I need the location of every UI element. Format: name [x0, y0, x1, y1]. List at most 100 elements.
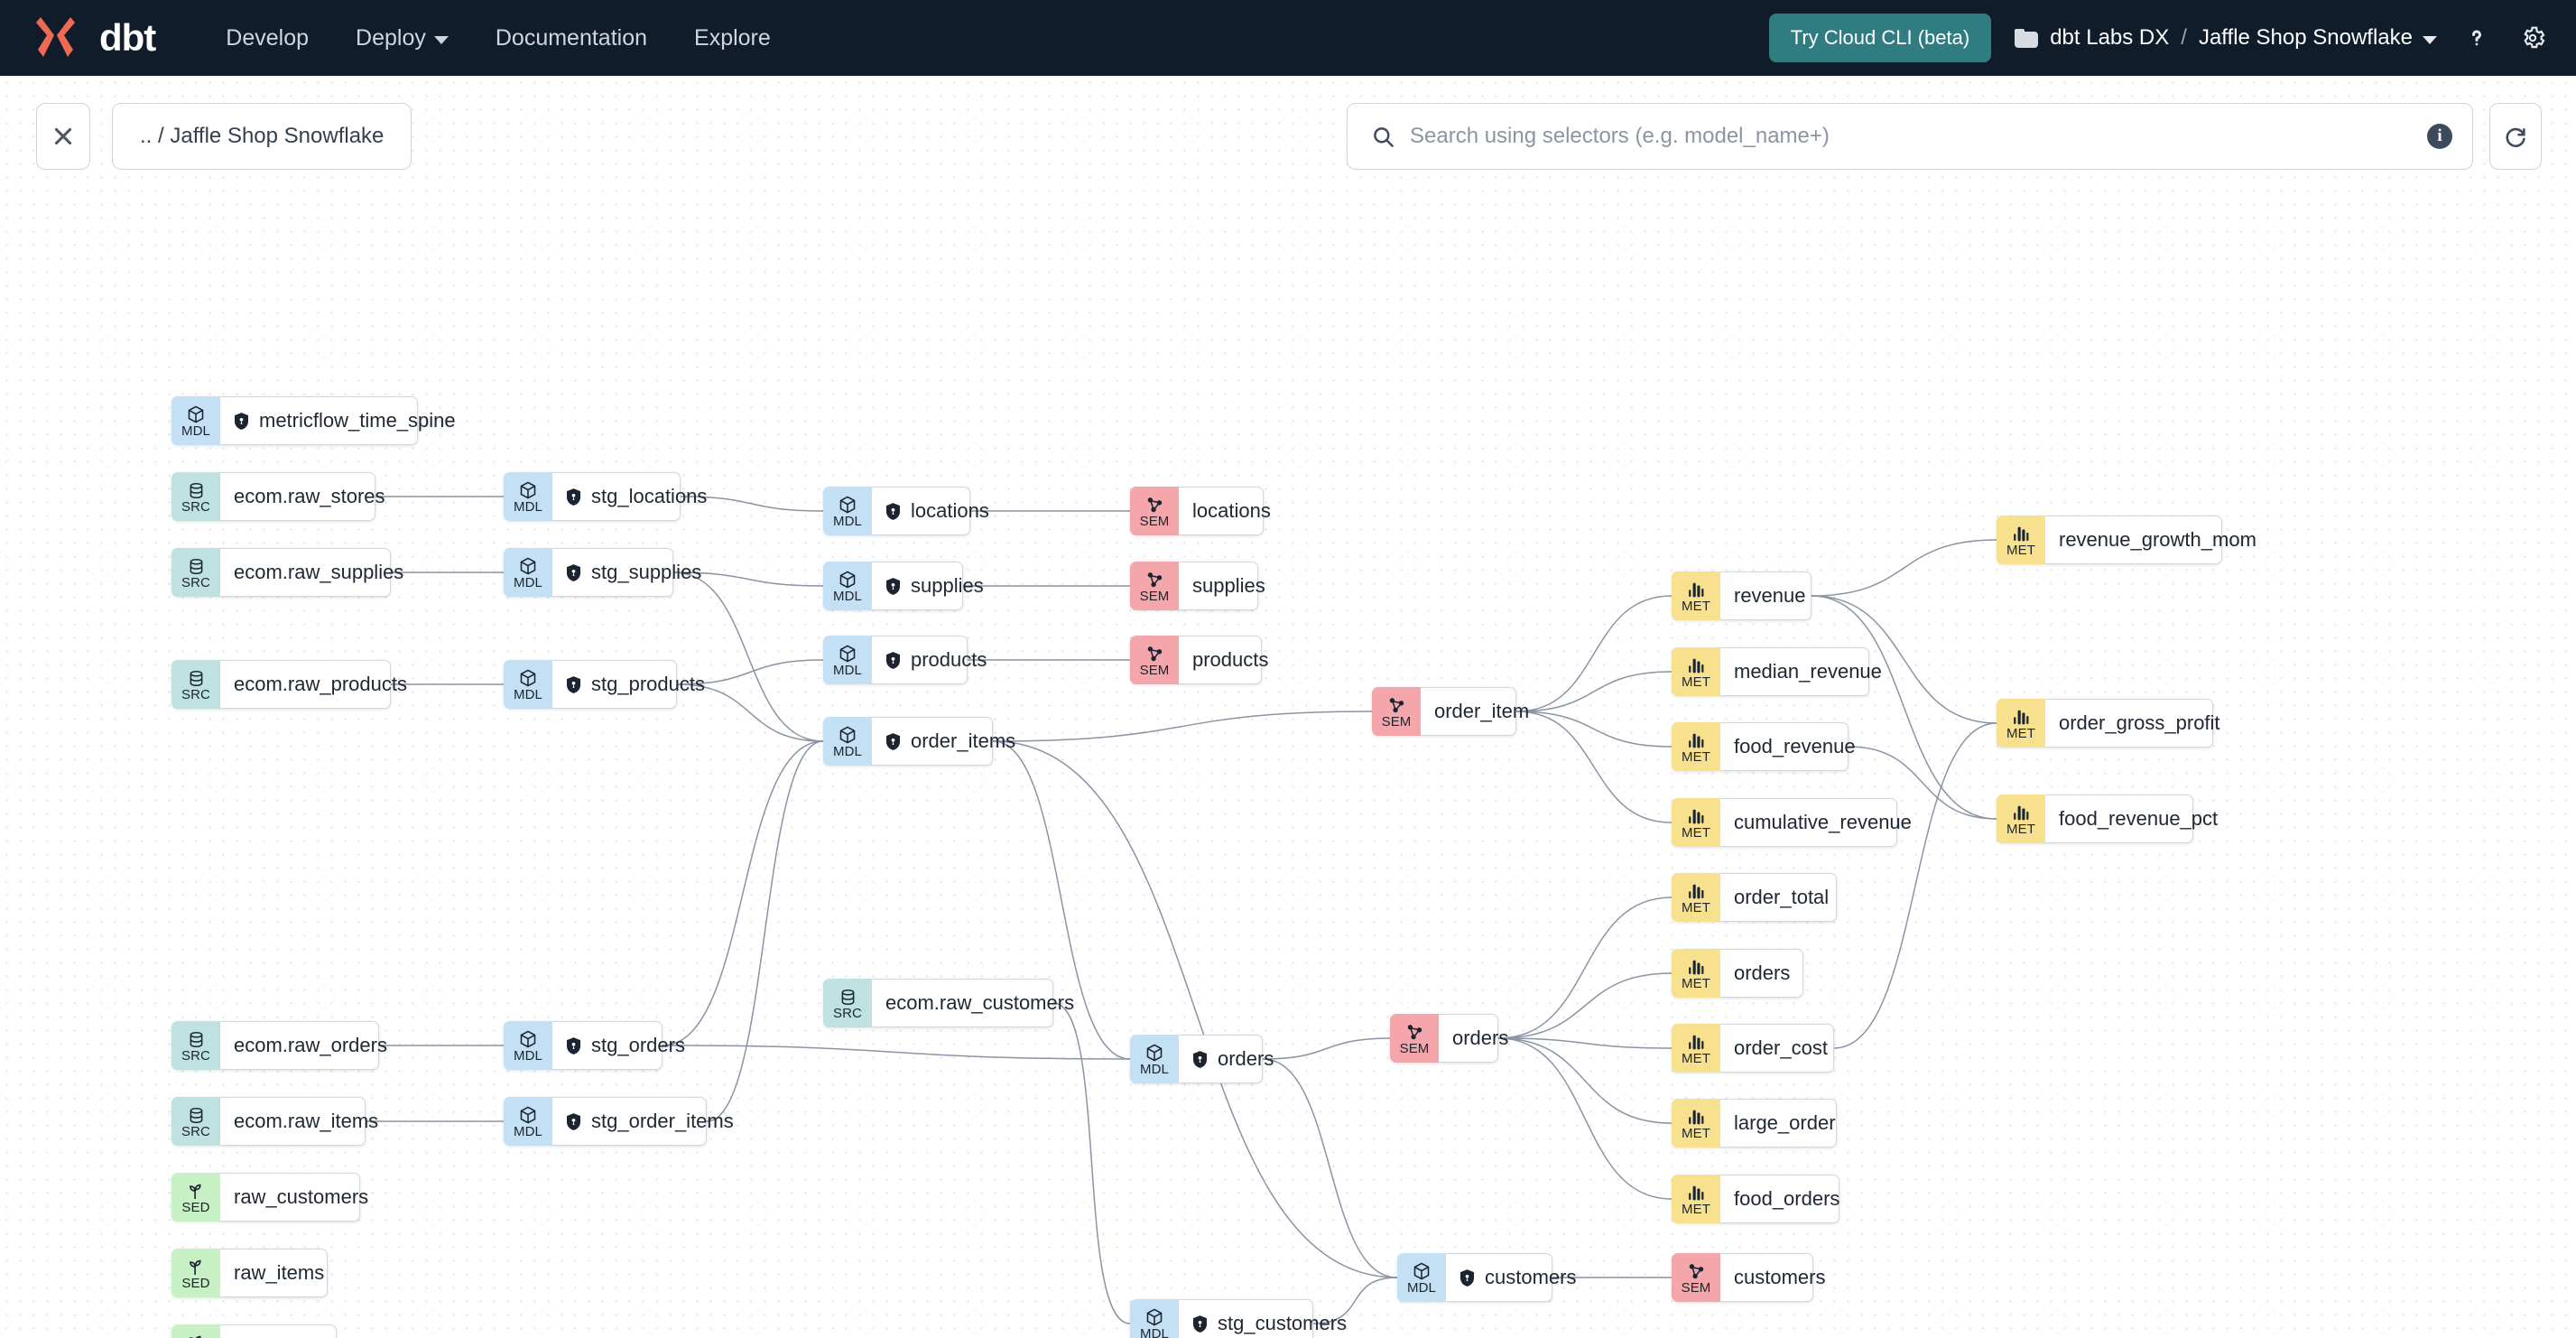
- graph-toolbar: .. / Jaffle Shop Snowflake i: [0, 103, 2576, 170]
- bar-chart-icon: [1686, 957, 1706, 977]
- node-label: customers: [1734, 1266, 1826, 1288]
- graph-node-mdl_orders[interactable]: MDL orders: [1130, 1035, 1274, 1083]
- node-label: supplies: [911, 574, 984, 597]
- shield-icon: [566, 1112, 581, 1130]
- bar-chart-icon: [1686, 1107, 1706, 1127]
- node-type-badge-src: SRC: [171, 1021, 220, 1070]
- node-body: orders: [1179, 1035, 1274, 1083]
- search-icon: [1374, 126, 1394, 147]
- gear-icon[interactable]: [2516, 22, 2549, 54]
- help-icon[interactable]: [2460, 22, 2493, 54]
- try-cloud-cli-button[interactable]: Try Cloud CLI (beta): [1768, 14, 1992, 62]
- search-bar[interactable]: i: [1347, 103, 2473, 170]
- node-label: food_orders: [1734, 1187, 1840, 1210]
- node-label: orders: [1734, 962, 1791, 984]
- node-body: stg_locations: [552, 472, 707, 521]
- node-label: ecom.raw_customers: [885, 991, 1075, 1014]
- info-icon[interactable]: i: [2427, 124, 2452, 149]
- node-body: food_revenue_pct: [2045, 794, 2218, 843]
- nav-link-explore[interactable]: Explore: [671, 16, 794, 60]
- semantic-model-icon: [1404, 1022, 1424, 1042]
- node-type-label: SEM: [1381, 714, 1412, 730]
- close-icon[interactable]: [36, 103, 90, 170]
- lineage-edge: [672, 571, 824, 742]
- graph-node-met_orders[interactable]: MET orders: [1672, 949, 1803, 998]
- node-type-label: MET: [1682, 599, 1710, 615]
- node-type-label: MET: [1682, 976, 1710, 992]
- node-type-badge-mdl: MDL: [504, 660, 552, 709]
- dbt-logo[interactable]: dbt: [36, 15, 156, 60]
- node-type-label: SEM: [1139, 663, 1170, 679]
- node-body: raw_customers: [220, 1173, 368, 1222]
- shield-icon: [234, 412, 249, 430]
- lineage-edge: [1811, 539, 1997, 597]
- node-type-label: MDL: [1140, 1062, 1169, 1078]
- node-type-badge-sem: SEM: [1130, 487, 1179, 535]
- nav-link-deploy[interactable]: Deploy: [332, 16, 472, 60]
- project-selector[interactable]: Jaffle Shop Snowflake: [2199, 25, 2437, 51]
- bar-chart-icon: [2011, 707, 2031, 727]
- nav-link-develop[interactable]: Develop: [202, 16, 332, 60]
- node-type-badge-sed: SED: [171, 1249, 220, 1297]
- chevron-down-icon: [2423, 35, 2437, 44]
- shield-icon: [566, 488, 581, 506]
- search-input[interactable]: [1410, 124, 2413, 149]
- shield-icon: [1459, 1268, 1475, 1287]
- graph-breadcrumb[interactable]: .. / Jaffle Shop Snowflake: [112, 103, 412, 170]
- folder-icon: [2015, 28, 2039, 48]
- lineage-graph-canvas[interactable]: .. / Jaffle Shop Snowflake i MDLmetricfl…: [0, 76, 2576, 1338]
- node-type-badge-sem: SEM: [1672, 1253, 1720, 1302]
- node-label: raw_customers: [234, 1185, 369, 1208]
- seedling-icon: [186, 1257, 206, 1277]
- node-type-badge-sem: SEM: [1390, 1014, 1439, 1063]
- lineage-edge: [662, 740, 824, 1046]
- lineage-edge: [1052, 1002, 1131, 1324]
- graph-node-sem_customers[interactable]: SEM customers: [1672, 1253, 1825, 1302]
- nav-link-documentation[interactable]: Documentation: [472, 16, 671, 60]
- node-body: food_orders: [1720, 1175, 1839, 1223]
- node-body: stg_products: [552, 660, 705, 709]
- node-type-badge-met: MET: [1672, 798, 1720, 847]
- account-name[interactable]: dbt Labs DX: [2050, 25, 2170, 50]
- node-type-label: MDL: [514, 575, 542, 591]
- refresh-icon[interactable]: [2489, 103, 2542, 170]
- database-icon: [187, 480, 206, 500]
